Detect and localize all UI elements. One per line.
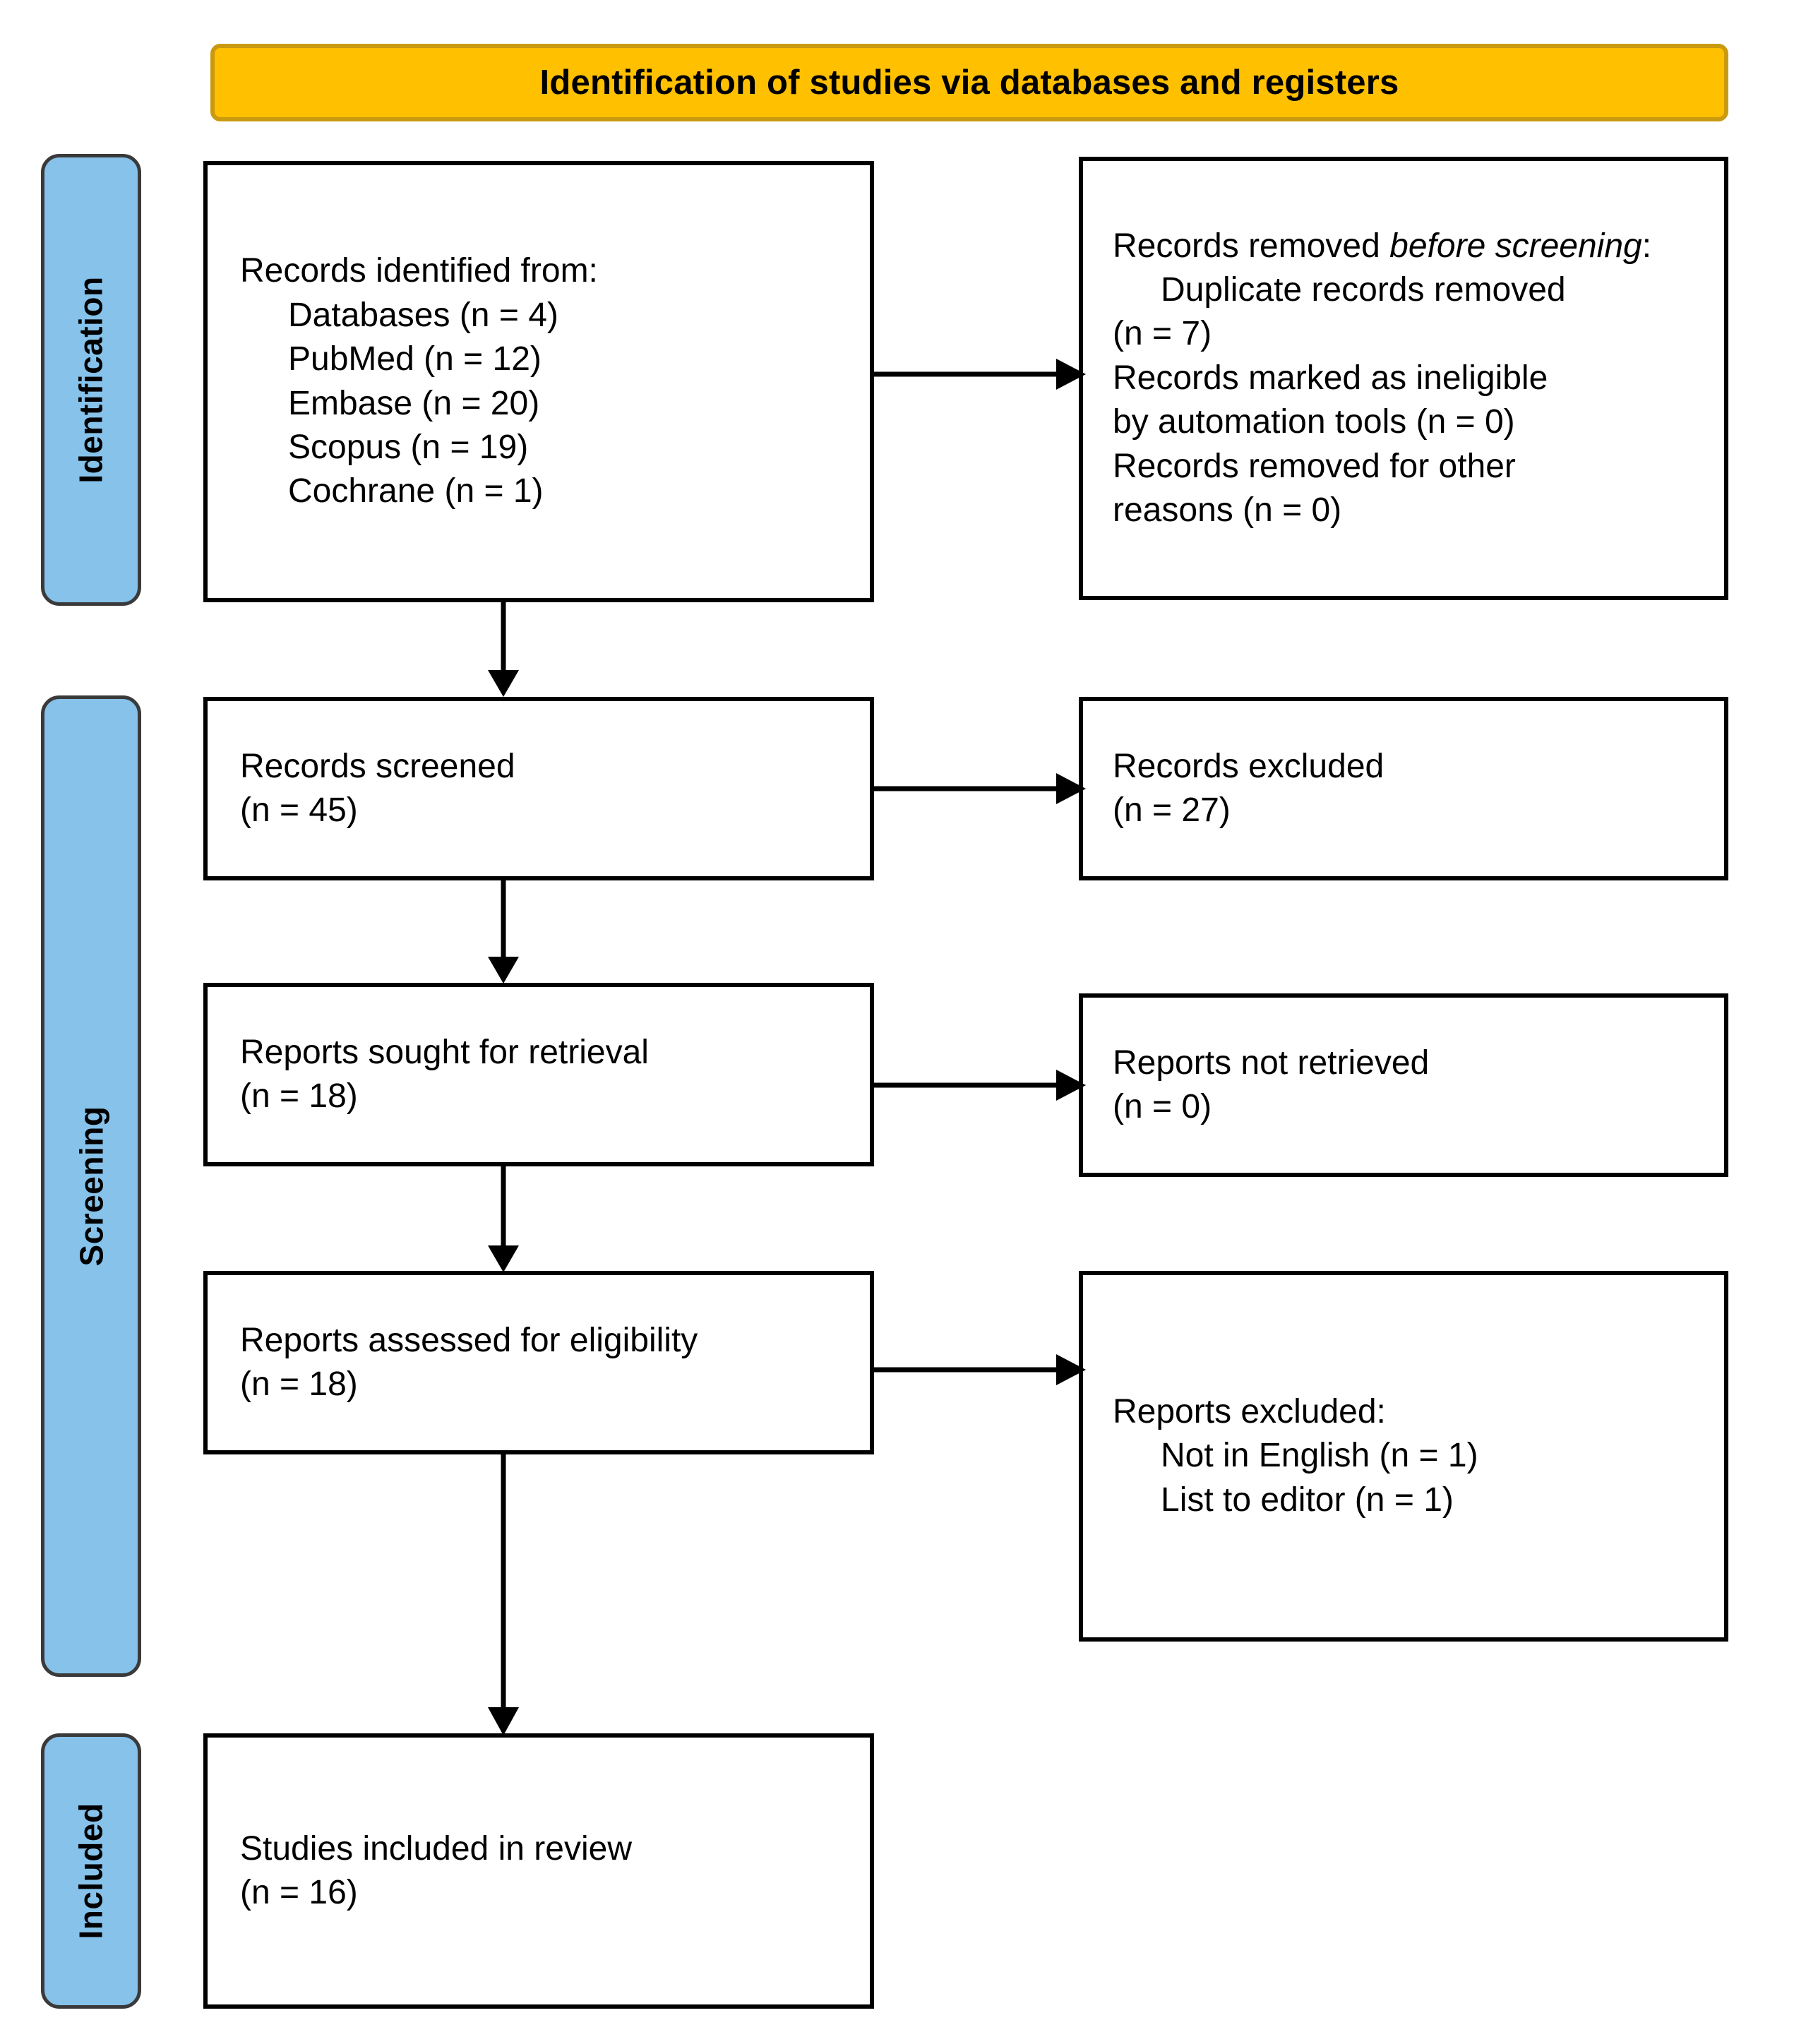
reports-excluded-item: List to editor (n = 1) [1161,1481,1454,1519]
box-reports-assessed: Reports assessed for eligibility (n = 18… [203,1271,874,1454]
arrow-screened-to-excluded [874,767,1086,810]
stage-tab-identification[interactable]: Identification [41,154,141,606]
stage-tab-included[interactable]: Included [41,1733,141,2009]
box-records-removed: Records removed before screening: Duplic… [1079,157,1728,600]
reports-assessed-line2: (n = 18) [240,1365,358,1403]
reports-excluded-heading: Reports excluded: [1113,1392,1386,1430]
records-identified-item: Embase (n = 20) [288,384,540,422]
records-removed-heading: Records removed before screening: [1113,225,1707,268]
records-identified-heading: Records identified from: [240,252,598,290]
records-identified-item: Databases (n = 4) [288,296,558,334]
diagram-banner: Identification of studies via databases … [210,44,1728,121]
box-reports-not-retrieved: Reports not retrieved (n = 0) [1079,993,1728,1177]
reports-sought-line2: (n = 18) [240,1077,358,1115]
arrow-assessed-to-excluded [874,1349,1086,1391]
records-removed-item: (n = 7) [1113,315,1212,353]
box-reports-sought: Reports sought for retrieval (n = 18) [203,983,874,1166]
box-records-identified: Records identified from: Databases (n = … [203,161,874,602]
records-excluded-line1: Records excluded [1113,747,1385,785]
records-removed-heading-plain: Records removed [1113,227,1390,265]
arrow-sought-to-assessed [482,1166,525,1272]
records-screened-line2: (n = 45) [240,791,358,829]
arrow-assessed-to-included [482,1454,525,1735]
records-removed-item: Duplicate records removed [1161,271,1566,309]
arrow-identified-to-removed [874,353,1086,395]
stage-tab-included-label: Included [73,1803,109,1940]
studies-included-line1: Studies included in review [240,1829,632,1867]
arrow-screened-to-sought [482,880,525,984]
box-studies-included: Studies included in review (n = 16) [203,1733,874,2009]
arrow-sought-to-not-retrieved [874,1064,1086,1106]
records-screened-line1: Records screened [240,747,515,785]
records-removed-heading-colon: : [1641,227,1652,265]
studies-included-line2: (n = 16) [240,1874,358,1911]
arrow-identified-to-screened [482,602,525,697]
records-removed-item: Records removed for other [1113,447,1516,485]
records-excluded-line2: (n = 27) [1113,791,1231,829]
records-removed-item: by automation tools (n = 0) [1113,403,1515,441]
records-identified-item: PubMed (n = 12) [288,340,542,378]
reports-not-retrieved-line1: Reports not retrieved [1113,1044,1430,1082]
reports-excluded-item: Not in English (n = 1) [1161,1437,1478,1475]
box-records-screened: Records screened (n = 45) [203,697,874,880]
records-removed-heading-italic: before screening [1389,227,1642,265]
box-reports-excluded: Reports excluded: Not in English (n = 1)… [1079,1271,1728,1642]
reports-sought-line1: Reports sought for retrieval [240,1033,649,1071]
stage-tab-screening[interactable]: Screening [41,695,141,1677]
records-removed-item: reasons (n = 0) [1113,491,1342,529]
reports-not-retrieved-line2: (n = 0) [1113,1088,1212,1125]
stage-tab-screening-label: Screening [73,1106,110,1267]
records-identified-item: Cochrane (n = 1) [288,472,544,510]
stage-tab-identification-label: Identification [73,276,110,484]
diagram-banner-title: Identification of studies via databases … [539,64,1399,102]
box-records-excluded: Records excluded (n = 27) [1079,697,1728,880]
records-identified-item: Scopus (n = 19) [288,428,529,466]
records-removed-item: Records marked as ineligible [1113,359,1548,397]
reports-assessed-line1: Reports assessed for eligibility [240,1321,698,1359]
